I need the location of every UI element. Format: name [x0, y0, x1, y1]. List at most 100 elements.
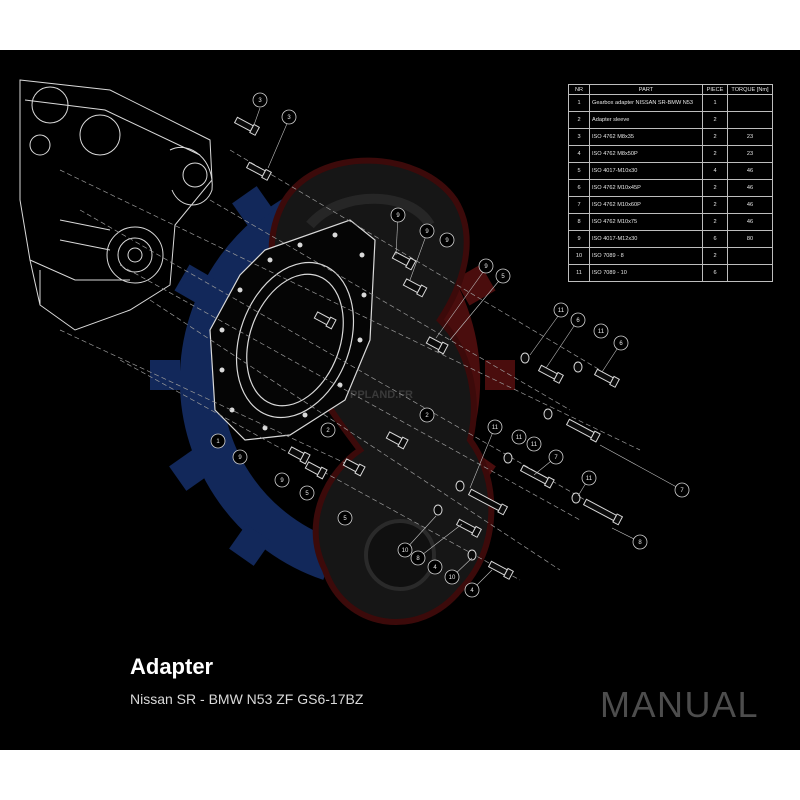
cell-piece: 1 [702, 94, 728, 112]
cell-nr: 1 [568, 94, 590, 112]
cell-part: ISO 7089 - 8 [589, 247, 703, 265]
manual-label: MANUAL [600, 684, 760, 725]
svg-text:9: 9 [280, 478, 284, 484]
column-header-piece: PIECE [702, 84, 728, 95]
part-callouts: 3 3 9 9 9 9 5 11 6 11 6 1 9 2 2 9 5 5 11… [210, 92, 690, 598]
callout-6b: 6 [613, 335, 629, 351]
cell-nr: 8 [568, 213, 590, 231]
cell-part: ISO 4762 M8x50P [589, 145, 703, 163]
svg-text:3: 3 [287, 115, 291, 121]
exploded-assembly-drawing: PPLAND.FR [19, 79, 690, 625]
callout-8b: 8 [410, 550, 426, 566]
adapter-plate-drawing [209, 219, 376, 441]
svg-text:9: 9 [425, 229, 429, 235]
svg-text:9: 9 [445, 238, 449, 244]
page-title: Adapter [130, 654, 214, 679]
cell-piece: 4 [702, 162, 728, 180]
cell-nr: 2 [568, 111, 590, 129]
assembly-center-lines [59, 149, 641, 581]
logo-gear-blue [150, 180, 337, 580]
manual-cover-panel: PPLAND.FR [0, 50, 800, 750]
cell-torque [727, 247, 773, 265]
svg-text:11: 11 [598, 329, 605, 335]
page-subtitle: Nissan SR - BMW N53 ZF GS6-17BZ [130, 691, 364, 707]
callout-1: 1 [210, 433, 226, 449]
svg-text:8: 8 [638, 540, 642, 546]
callout-4a: 4 [427, 559, 443, 575]
cell-nr: 6 [568, 179, 590, 197]
svg-text:6: 6 [576, 318, 580, 324]
svg-text:9: 9 [396, 213, 400, 219]
svg-text:8: 8 [416, 556, 420, 562]
cell-torque [727, 111, 773, 129]
cell-torque: 23 [727, 128, 773, 146]
svg-text:7: 7 [554, 455, 558, 461]
svg-text:11: 11 [531, 442, 538, 448]
callout-9e: 9 [232, 449, 248, 465]
cell-nr: 11 [568, 264, 590, 282]
callout-9d: 9 [478, 258, 494, 274]
callout-6a: 6 [570, 312, 586, 328]
cell-torque: 46 [727, 213, 773, 231]
cell-part: ISO 4762 M8x35 [589, 128, 703, 146]
cell-torque: 46 [727, 196, 773, 214]
cell-nr: 3 [568, 128, 590, 146]
svg-text:2: 2 [326, 428, 330, 434]
svg-text:4: 4 [433, 565, 437, 571]
cell-piece: 6 [702, 230, 728, 248]
callout-2a: 2 [320, 422, 336, 438]
cell-piece: 2 [702, 179, 728, 197]
callout-11c: 11 [511, 429, 527, 445]
column-header-torque: TORQUE [Nm] [727, 84, 773, 95]
svg-text:11: 11 [586, 476, 593, 482]
cell-piece: 6 [702, 264, 728, 282]
svg-text:5: 5 [305, 491, 309, 497]
svg-text:9: 9 [238, 455, 242, 461]
cell-nr: 4 [568, 145, 590, 163]
cell-nr: 5 [568, 162, 590, 180]
svg-text:7: 7 [680, 488, 684, 494]
cell-part: ISO 4762 M10x75 [589, 213, 703, 231]
callout-5b: 5 [299, 485, 315, 501]
cell-part: ISO 4762 M10x60P [589, 196, 703, 214]
svg-text:10: 10 [402, 548, 409, 554]
callout-9f: 9 [274, 472, 290, 488]
cell-piece: 2 [702, 111, 728, 129]
svg-text:10: 10 [449, 575, 456, 581]
svg-text:3: 3 [258, 98, 262, 104]
cell-part: ISO 4017-M12x30 [589, 230, 703, 248]
cell-piece: 2 [702, 128, 728, 146]
callout-10b: 10 [444, 569, 460, 585]
logo-watermark-text: PPLAND.FR [350, 389, 413, 401]
callout-7a: 7 [548, 449, 564, 465]
cell-torque: 46 [727, 179, 773, 197]
callout-leader-lines [253, 107, 683, 591]
cell-piece: 2 [702, 247, 728, 265]
cell-torque [727, 264, 773, 282]
svg-text:5: 5 [501, 274, 505, 280]
column-header-part: PART [589, 84, 703, 95]
callout-9a: 9 [390, 207, 406, 223]
cell-part: ISO 4762 M10x45P [589, 179, 703, 197]
callout-8a: 8 [632, 534, 648, 550]
column-header-nr: NR [568, 84, 590, 95]
callout-4b: 4 [464, 582, 480, 598]
callout-9b: 9 [419, 223, 435, 239]
cell-nr: 9 [568, 230, 590, 248]
cell-part: Gearbox adapter NISSAN SR-BMW N53 [589, 94, 703, 112]
cell-piece: 2 [702, 213, 728, 231]
cell-part: ISO 7089 - 10 [589, 264, 703, 282]
svg-text:11: 11 [492, 425, 499, 431]
callout-5c: 5 [337, 510, 353, 526]
cell-piece: 2 [702, 145, 728, 163]
table-header-row: NR PART PIECE TORQUE [Nm] [568, 84, 773, 95]
